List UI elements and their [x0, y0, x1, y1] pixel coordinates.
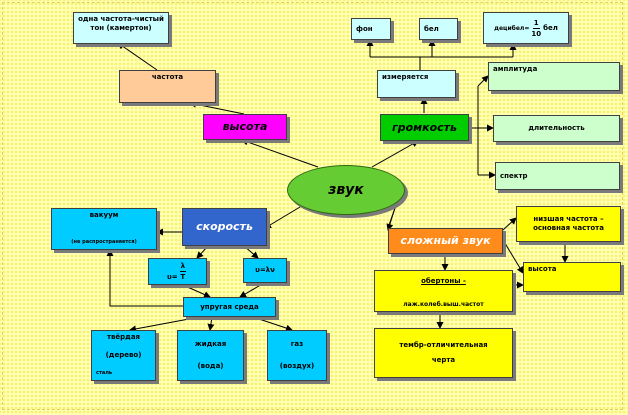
link-medium-solid — [129, 315, 206, 333]
decibel-node[interactable]: децибел= 1 10 бел — [483, 12, 569, 44]
frequency-node[interactable]: частота — [119, 70, 216, 103]
formula-lambda: λ — [179, 262, 187, 272]
vacuum-title: вакуум — [89, 211, 119, 219]
loudness-node[interactable]: громкость — [380, 114, 469, 141]
gas-line1: газ — [290, 339, 304, 348]
formula-v-label: υ= — [166, 273, 178, 281]
speed-node[interactable]: скорость — [182, 208, 267, 246]
lowest-frequency-node[interactable]: низшая частота – основная частота — [516, 206, 621, 242]
link-formula1-medium — [182, 284, 211, 298]
link-center-pitch — [241, 138, 319, 168]
liquid-node[interactable]: жидкая (вода) — [177, 330, 244, 381]
link-medium-liquid — [207, 316, 215, 331]
phon-node[interactable]: фон — [351, 18, 391, 40]
timbre-line1: тембр-отличительная — [399, 341, 488, 349]
complex-sound-node[interactable]: сложный звук — [388, 228, 503, 254]
solid-line3: сталь — [96, 370, 113, 376]
measured-node[interactable]: измеряется — [377, 70, 456, 98]
lowest-frequency-line1: низшая частота – — [533, 215, 604, 223]
formula-fraction: λ T — [179, 261, 187, 282]
speed-label: скорость — [196, 220, 253, 233]
decibel-fraction: 1 10 — [531, 18, 541, 39]
pitch-label: высота — [222, 120, 268, 133]
link-center-complex-2 — [386, 207, 396, 231]
vacuum-line: (не распространяется) — [71, 239, 137, 245]
sound-center-label: звук — [328, 182, 364, 198]
link-formula2-medium — [239, 282, 265, 298]
bel-label: бел — [424, 24, 439, 33]
formula-wavelength-node[interactable]: υ= λ T — [148, 258, 207, 285]
height-node[interactable]: высота — [523, 262, 621, 292]
link-frequency-tone — [117, 42, 158, 71]
link-complex-height — [502, 239, 524, 274]
pure-tone-line1: одна частота-чистый — [78, 15, 164, 23]
link-medium-gas — [249, 315, 293, 332]
solid-line2: (дерево) — [105, 351, 142, 359]
complex-sound-label: сложный звук — [400, 234, 491, 247]
amplitude-node[interactable]: амплитуда — [488, 62, 620, 91]
elastic-medium-label: упругая среда — [200, 302, 259, 311]
gas-node[interactable]: газ (воздух) — [267, 330, 327, 381]
pitch-node[interactable]: высота — [203, 114, 287, 140]
decibel-numerator: 1 — [532, 18, 540, 29]
pure-tone-line2: тон (камертон) — [90, 24, 152, 32]
link-speed-formula1 — [196, 245, 209, 259]
overtones-line2: лаж.колеб.выш.частот — [403, 301, 484, 308]
solid-node[interactable]: твёрдая (дерево) сталь — [91, 330, 156, 381]
duration-node[interactable]: длительность — [493, 115, 620, 142]
link-medium-vacuum — [106, 249, 183, 307]
link-speed-formula2 — [243, 245, 259, 259]
loudness-label: громкость — [391, 120, 458, 134]
measured-label: измеряется — [382, 73, 429, 81]
height-label: высота — [528, 265, 557, 273]
spectrum-label: спектр — [500, 171, 528, 180]
lowest-frequency-line2: основная частота — [533, 224, 604, 232]
link-pitch-frequency — [189, 100, 245, 115]
link-amplitude — [477, 75, 489, 87]
overtones-line1: обертоны - — [421, 277, 466, 285]
solid-line1: твёрдая — [106, 333, 141, 341]
link-center-speed — [264, 206, 301, 229]
timbre-node[interactable]: тембр-отличительная черта — [374, 328, 513, 378]
elastic-medium-node[interactable]: упругая среда — [183, 297, 276, 317]
decibel-suffix: бел — [543, 23, 558, 32]
decibel-denominator: 10 — [531, 29, 542, 38]
duration-label: длительность — [528, 124, 585, 132]
pure-tone-node[interactable]: одна частота-чистый тон (камертон) — [73, 12, 169, 44]
amplitude-label: амплитуда — [493, 65, 538, 73]
timbre-line2: черта — [431, 356, 456, 364]
formula-frequency-label: υ=λν — [255, 266, 275, 274]
formula-period: T — [180, 273, 186, 281]
liquid-line2: (вода) — [197, 362, 224, 371]
bel-node[interactable]: бел — [419, 18, 458, 40]
phon-label: фон — [356, 24, 373, 33]
link-center-loudness — [371, 140, 419, 168]
link-complex-lowest — [502, 217, 517, 231]
vacuum-node[interactable]: вакуум (не распространяется) — [51, 208, 157, 250]
decibel-prefix: децибел= — [494, 24, 530, 32]
overtones-node[interactable]: обертоны - лаж.колеб.выш.частот — [374, 270, 513, 312]
liquid-line1: жидкая — [194, 339, 227, 348]
sound-center-node[interactable]: звук — [287, 165, 405, 215]
spectrum-node[interactable]: спектр — [495, 162, 620, 190]
frequency-label: частота — [151, 73, 184, 81]
formula-frequency-node[interactable]: υ=λν — [243, 258, 287, 283]
gas-line2: (воздух) — [279, 362, 315, 371]
